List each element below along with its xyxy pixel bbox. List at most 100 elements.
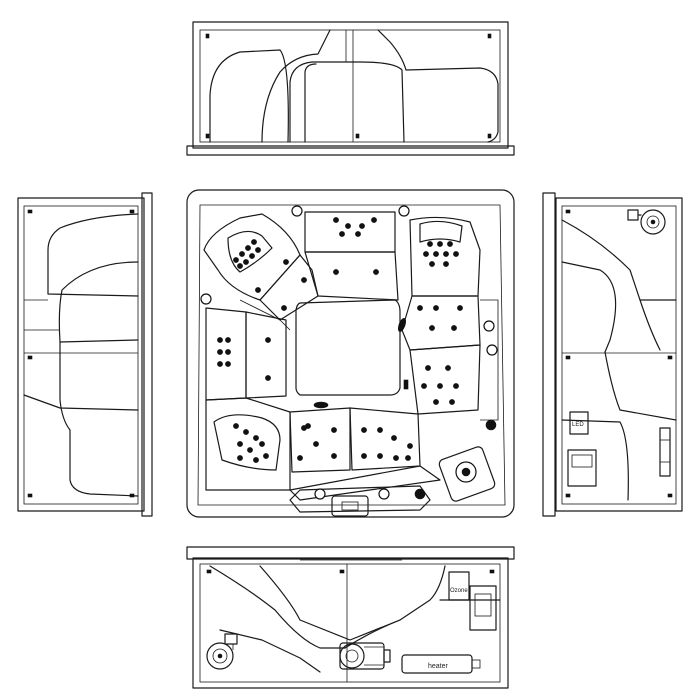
skimmer-filter bbox=[438, 446, 496, 502]
jet-50 bbox=[243, 429, 249, 435]
jets-group bbox=[217, 217, 463, 463]
jet-17 bbox=[355, 231, 361, 237]
jet-44 bbox=[225, 349, 231, 355]
jet-45 bbox=[217, 361, 223, 367]
jet-26 bbox=[453, 251, 459, 257]
jet-10 bbox=[255, 287, 261, 293]
jet-62 bbox=[331, 453, 337, 459]
jet-31 bbox=[457, 305, 463, 311]
jet-40 bbox=[449, 399, 455, 405]
jet-23 bbox=[423, 251, 429, 257]
left-side-panel bbox=[17, 192, 153, 517]
jet-19 bbox=[373, 269, 379, 275]
jet-6 bbox=[249, 253, 255, 259]
jet-34 bbox=[425, 365, 431, 371]
jet-42 bbox=[225, 337, 231, 343]
jet-14 bbox=[359, 223, 365, 229]
jet-15 bbox=[371, 217, 377, 223]
jet-18 bbox=[333, 269, 339, 275]
jet-48 bbox=[265, 375, 271, 381]
jet-65 bbox=[377, 427, 383, 433]
jet-2 bbox=[245, 245, 251, 251]
jet-52 bbox=[237, 441, 243, 447]
jet-4 bbox=[237, 263, 243, 269]
jet-46 bbox=[225, 361, 231, 367]
bottom-side-panel: Ozone heater bbox=[186, 546, 515, 689]
heater-unit: heater bbox=[401, 654, 481, 674]
jet-59 bbox=[331, 427, 337, 433]
jet-64 bbox=[361, 427, 367, 433]
jet-13 bbox=[345, 223, 351, 229]
jet-49 bbox=[233, 423, 239, 429]
jet-53 bbox=[247, 447, 253, 453]
jet-69 bbox=[407, 443, 413, 449]
jet-37 bbox=[437, 383, 443, 389]
seat-right bbox=[409, 344, 481, 415]
jet-70 bbox=[393, 455, 399, 461]
jet-39 bbox=[433, 399, 439, 405]
jet-54 bbox=[259, 441, 265, 447]
jet-63 bbox=[305, 423, 311, 429]
jet-55 bbox=[237, 455, 243, 461]
jet-16 bbox=[339, 231, 345, 237]
control-panel bbox=[289, 485, 431, 517]
seat-bottom-2 bbox=[349, 407, 421, 471]
jet-61 bbox=[297, 455, 303, 461]
jet-32 bbox=[429, 325, 435, 331]
pump-icon bbox=[627, 209, 666, 235]
jet-71 bbox=[405, 455, 411, 461]
jet-22 bbox=[447, 241, 453, 247]
jet-35 bbox=[445, 365, 451, 371]
jet-43 bbox=[217, 349, 223, 355]
jet-5 bbox=[243, 259, 249, 265]
jet-25 bbox=[443, 251, 449, 257]
jet-21 bbox=[437, 241, 443, 247]
jet-36 bbox=[421, 383, 427, 389]
controller-unit bbox=[469, 585, 497, 631]
jet-12 bbox=[333, 217, 339, 223]
seat-corner-bl bbox=[205, 397, 291, 491]
connector-icon bbox=[659, 427, 671, 477]
jet-28 bbox=[443, 261, 449, 267]
jet-67 bbox=[377, 453, 383, 459]
jet-56 bbox=[253, 457, 259, 463]
jet-68 bbox=[391, 435, 397, 441]
top-side-panel bbox=[186, 21, 515, 156]
main-pump-icon bbox=[339, 642, 391, 670]
lounger-seat bbox=[203, 213, 301, 301]
jet-7 bbox=[255, 247, 261, 253]
jet-29 bbox=[417, 305, 423, 311]
jet-3 bbox=[251, 239, 257, 245]
seat-bottom-1 bbox=[289, 407, 351, 473]
jet-47 bbox=[265, 337, 271, 343]
jet-0 bbox=[233, 257, 239, 263]
seat-top bbox=[304, 211, 396, 253]
footwell bbox=[295, 299, 401, 396]
right-side-panel: LED bbox=[542, 192, 683, 517]
jet-38 bbox=[453, 383, 459, 389]
jet-11 bbox=[281, 305, 287, 311]
controller-box bbox=[567, 449, 597, 487]
jet-27 bbox=[429, 261, 435, 267]
jet-20 bbox=[427, 241, 433, 247]
seat-top-right bbox=[409, 216, 481, 297]
jet-8 bbox=[283, 259, 289, 265]
jet-30 bbox=[433, 305, 439, 311]
svg-text:heater: heater bbox=[428, 663, 449, 670]
led-box: LED bbox=[569, 411, 589, 435]
spa-top-view bbox=[186, 189, 515, 518]
jet-9 bbox=[301, 277, 307, 283]
jet-24 bbox=[433, 251, 439, 257]
jet-1 bbox=[239, 251, 245, 257]
svg-text:LED: LED bbox=[572, 422, 584, 428]
ozone-box: Ozone bbox=[448, 571, 470, 601]
jet-51 bbox=[253, 435, 259, 441]
jet-33 bbox=[451, 325, 457, 331]
circulation-pump-icon bbox=[206, 633, 238, 670]
jet-60 bbox=[313, 441, 319, 447]
svg-text:Ozone: Ozone bbox=[450, 588, 468, 594]
jet-57 bbox=[263, 453, 269, 459]
jet-66 bbox=[361, 453, 367, 459]
